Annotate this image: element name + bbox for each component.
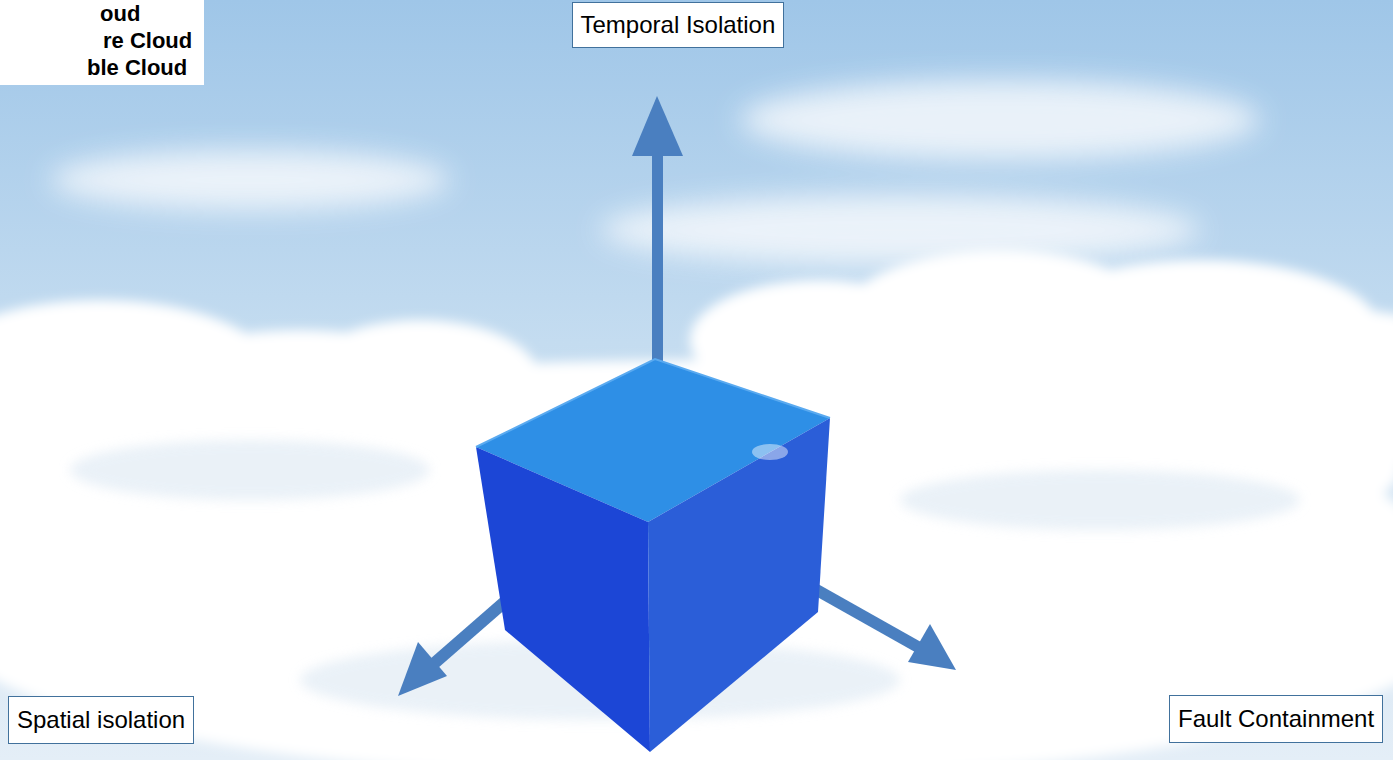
cube-right — [648, 418, 830, 752]
axis-label-box: Spatial isolation — [8, 696, 194, 744]
label-text: oud — [100, 0, 140, 27]
label-text: Fault Containment — [1178, 704, 1374, 734]
label-text: Spatial isolation — [17, 705, 185, 735]
cloud-bank — [0, 250, 1393, 760]
label-text: Temporal Isolation — [581, 10, 776, 40]
cube-glint — [752, 444, 788, 460]
cube-edge — [476, 359, 830, 447]
label-text: re Cloud — [103, 27, 192, 54]
list-box: oudre Cloudble Cloud — [0, 0, 204, 85]
label-text: ble Cloud — [87, 54, 187, 81]
axis-shaft — [652, 150, 663, 365]
cube-left — [476, 447, 650, 752]
axis-head — [398, 642, 447, 696]
axis-head — [632, 96, 683, 156]
axis-label-box: Temporal Isolation — [572, 2, 785, 48]
cube-illustration — [476, 359, 830, 752]
axis-label-box: Fault Containment — [1169, 695, 1383, 743]
axis-shaft — [812, 584, 921, 652]
axis-head — [908, 624, 956, 670]
